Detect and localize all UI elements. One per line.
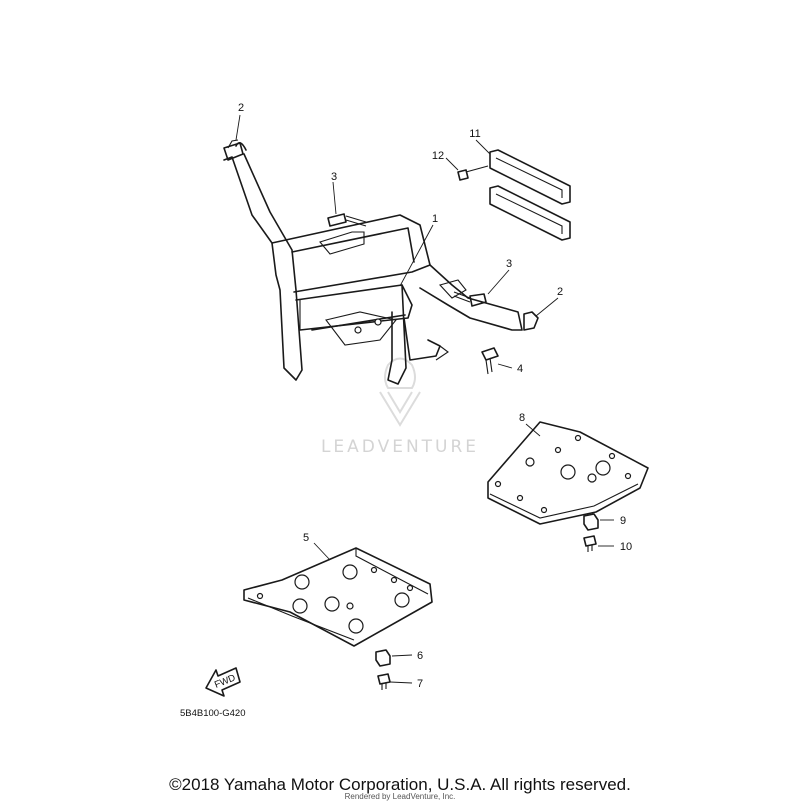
callout-3-left: 3	[331, 171, 337, 183]
rendered-by-note: Rendered by LeadVenture, Inc.	[344, 792, 456, 801]
callout-2-top: 2	[238, 102, 244, 114]
nut-9	[583, 513, 599, 531]
skid-plate-left	[243, 547, 433, 647]
leadventure-watermark: LEADVENTURE	[321, 357, 479, 457]
callout-3-right: 3	[506, 258, 512, 270]
drawing-code: 5B4B100-G420	[180, 708, 246, 719]
callout-10: 10	[620, 541, 632, 553]
callout-5: 5	[303, 532, 309, 544]
watermark-text: LEADVENTURE	[321, 437, 479, 457]
callout-2-right: 2	[557, 286, 563, 298]
bolt-4	[481, 347, 499, 375]
copyright-notice: ©2018 Yamaha Motor Corporation, U.S.A. A…	[169, 775, 631, 794]
end-cap-top	[223, 139, 244, 161]
callout-4: 4	[517, 363, 523, 375]
callout-9: 9	[620, 515, 626, 527]
callout-6: 6	[417, 650, 423, 662]
bolt-frame-right	[453, 291, 487, 307]
bolt-7	[377, 673, 391, 690]
callout-numbers: 1 2 2 3 3 4 5 6 7 8 9 10 11 12	[238, 102, 632, 690]
front-guard-frame	[223, 142, 523, 385]
nut-6	[375, 649, 391, 667]
fwd-direction-arrow-icon: FWD	[205, 667, 241, 697]
skid-plate-right	[487, 421, 649, 525]
reflector-decal-lower	[489, 185, 571, 241]
end-cap-right	[523, 311, 539, 331]
bolt-10	[583, 535, 597, 552]
callout-1: 1	[432, 213, 438, 225]
leader-lines	[235, 114, 614, 684]
callout-11: 11	[469, 128, 480, 140]
callout-7: 7	[417, 678, 423, 690]
reflector-decal-upper	[489, 149, 571, 205]
callout-8: 8	[519, 412, 525, 424]
leadventure-logo-icon	[379, 357, 421, 427]
callout-12: 12	[432, 150, 444, 162]
screw-12	[457, 165, 489, 181]
bolt-frame-left	[327, 213, 367, 227]
